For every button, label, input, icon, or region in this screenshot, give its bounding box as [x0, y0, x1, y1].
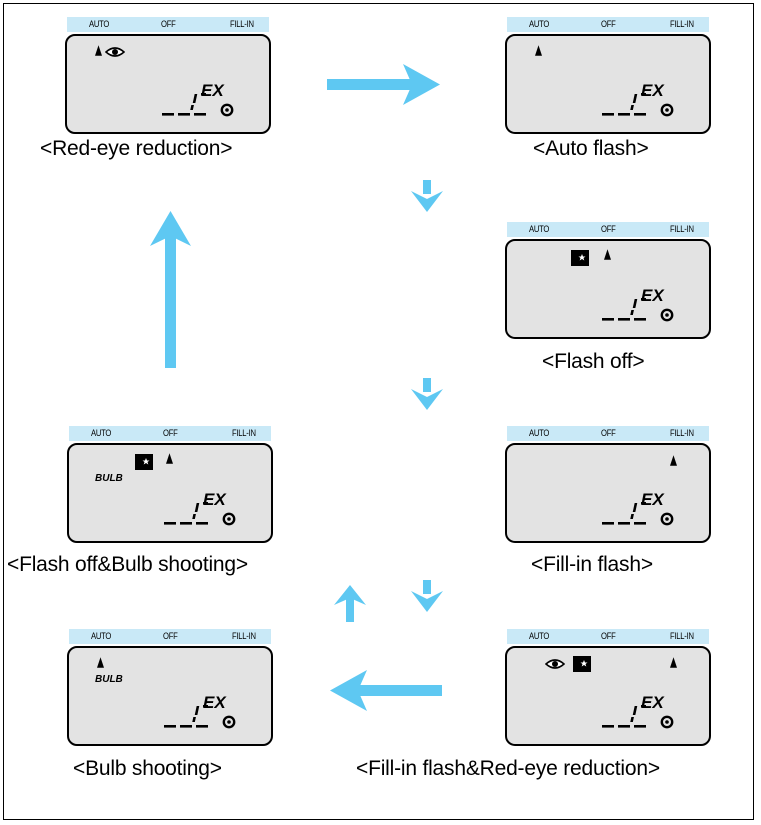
mode-label-strip: AUTO OFF FILL-IN	[507, 629, 709, 644]
flash-icon	[535, 45, 542, 56]
mode-label-auto: AUTO	[529, 224, 550, 234]
mode-label-auto: AUTO	[89, 19, 110, 29]
mode-label-fill-in: FILL-IN	[230, 19, 254, 29]
lcd-display: EX	[505, 34, 711, 134]
mode-label-fill-in: FILL-IN	[670, 224, 694, 234]
caption-fill-in-red-eye: <Fill-in flash&Red-eye reduction>	[356, 757, 660, 780]
bulb-indicator: BULB	[95, 473, 123, 484]
diagram-frame	[3, 3, 754, 820]
bulb-indicator: BULB	[95, 674, 123, 685]
mode-label-strip: AUTO OFF FILL-IN	[507, 426, 709, 441]
lcd-panel-flash-off: AUTO OFF FILL-IN EX	[505, 222, 711, 340]
flash-icon	[604, 249, 611, 260]
mode-label-off: OFF	[601, 224, 616, 234]
mode-label-off: OFF	[163, 428, 178, 438]
lcd-display: BULB EX	[67, 443, 273, 543]
caption-flash-off: <Flash off>	[542, 350, 645, 373]
flash-icon	[670, 657, 677, 668]
mode-label-off: OFF	[161, 19, 176, 29]
caption-bulb: <Bulb shooting>	[73, 757, 222, 780]
frame-counter: EX	[619, 286, 699, 344]
mode-label-fill-in: FILL-IN	[670, 428, 694, 438]
mode-label-strip: AUTO OFF FILL-IN	[69, 629, 271, 644]
mode-label-auto: AUTO	[529, 428, 550, 438]
red-eye-icon	[105, 46, 125, 58]
mode-label-strip: AUTO OFF FILL-IN	[69, 426, 271, 441]
night-mode-icon	[573, 656, 591, 672]
counter-label: EX	[641, 693, 664, 712]
caption-flash-off-bulb: <Flash off&Bulb shooting>	[7, 553, 248, 576]
mode-label-fill-in: FILL-IN	[232, 428, 256, 438]
frame-counter: EX	[181, 693, 261, 751]
counter-label: EX	[203, 490, 226, 509]
frame-counter: EX	[619, 490, 699, 548]
caption-fill-in: <Fill-in flash>	[531, 553, 653, 576]
red-eye-icon	[545, 658, 565, 670]
counter-label: EX	[641, 81, 664, 100]
mode-label-off: OFF	[601, 19, 616, 29]
lcd-panel-fill-in: AUTO OFF FILL-IN EX	[505, 426, 711, 544]
mode-label-strip: AUTO OFF FILL-IN	[507, 17, 709, 32]
mode-label-strip: AUTO OFF FILL-IN	[507, 222, 709, 237]
flash-icon	[95, 45, 102, 56]
frame-counter: EX	[179, 81, 259, 139]
night-mode-icon	[571, 250, 589, 266]
counter-label: EX	[641, 286, 664, 305]
caption-red-eye: <Red-eye reduction>	[40, 137, 233, 160]
mode-label-fill-in: FILL-IN	[670, 631, 694, 641]
lcd-panel-fill-in-red-eye: AUTO OFF FILL-IN EX	[505, 629, 711, 747]
mode-label-auto: AUTO	[91, 428, 112, 438]
frame-counter: EX	[181, 490, 261, 548]
lcd-display: BULB EX	[67, 646, 273, 746]
counter-label: EX	[641, 490, 664, 509]
lcd-display: EX	[505, 646, 711, 746]
mode-label-off: OFF	[163, 631, 178, 641]
caption-auto-flash: <Auto flash>	[533, 137, 649, 160]
frame-counter: EX	[619, 81, 699, 139]
flash-icon	[670, 455, 677, 466]
lcd-panel-red-eye: AUTO OFF FILL-IN EX	[65, 17, 271, 135]
flash-icon	[97, 657, 104, 668]
mode-label-fill-in: FILL-IN	[670, 19, 694, 29]
flash-icon	[166, 453, 173, 464]
mode-label-strip: AUTO OFF FILL-IN	[67, 17, 269, 32]
mode-label-auto: AUTO	[529, 19, 550, 29]
frame-counter: EX	[619, 693, 699, 751]
lcd-display: EX	[65, 34, 271, 134]
mode-label-off: OFF	[601, 428, 616, 438]
lcd-panel-bulb: AUTO OFF FILL-IN BULB EX	[67, 629, 273, 747]
counter-label: EX	[203, 693, 226, 712]
mode-label-off: OFF	[601, 631, 616, 641]
counter-label: EX	[201, 81, 224, 100]
lcd-display: EX	[505, 239, 711, 339]
mode-label-fill-in: FILL-IN	[232, 631, 256, 641]
mode-label-auto: AUTO	[529, 631, 550, 641]
lcd-display: EX	[505, 443, 711, 543]
mode-label-auto: AUTO	[91, 631, 112, 641]
night-mode-icon	[135, 454, 153, 470]
lcd-panel-auto-flash: AUTO OFF FILL-IN EX	[505, 17, 711, 135]
lcd-panel-flash-off-bulb: AUTO OFF FILL-IN BULB EX	[67, 426, 273, 544]
